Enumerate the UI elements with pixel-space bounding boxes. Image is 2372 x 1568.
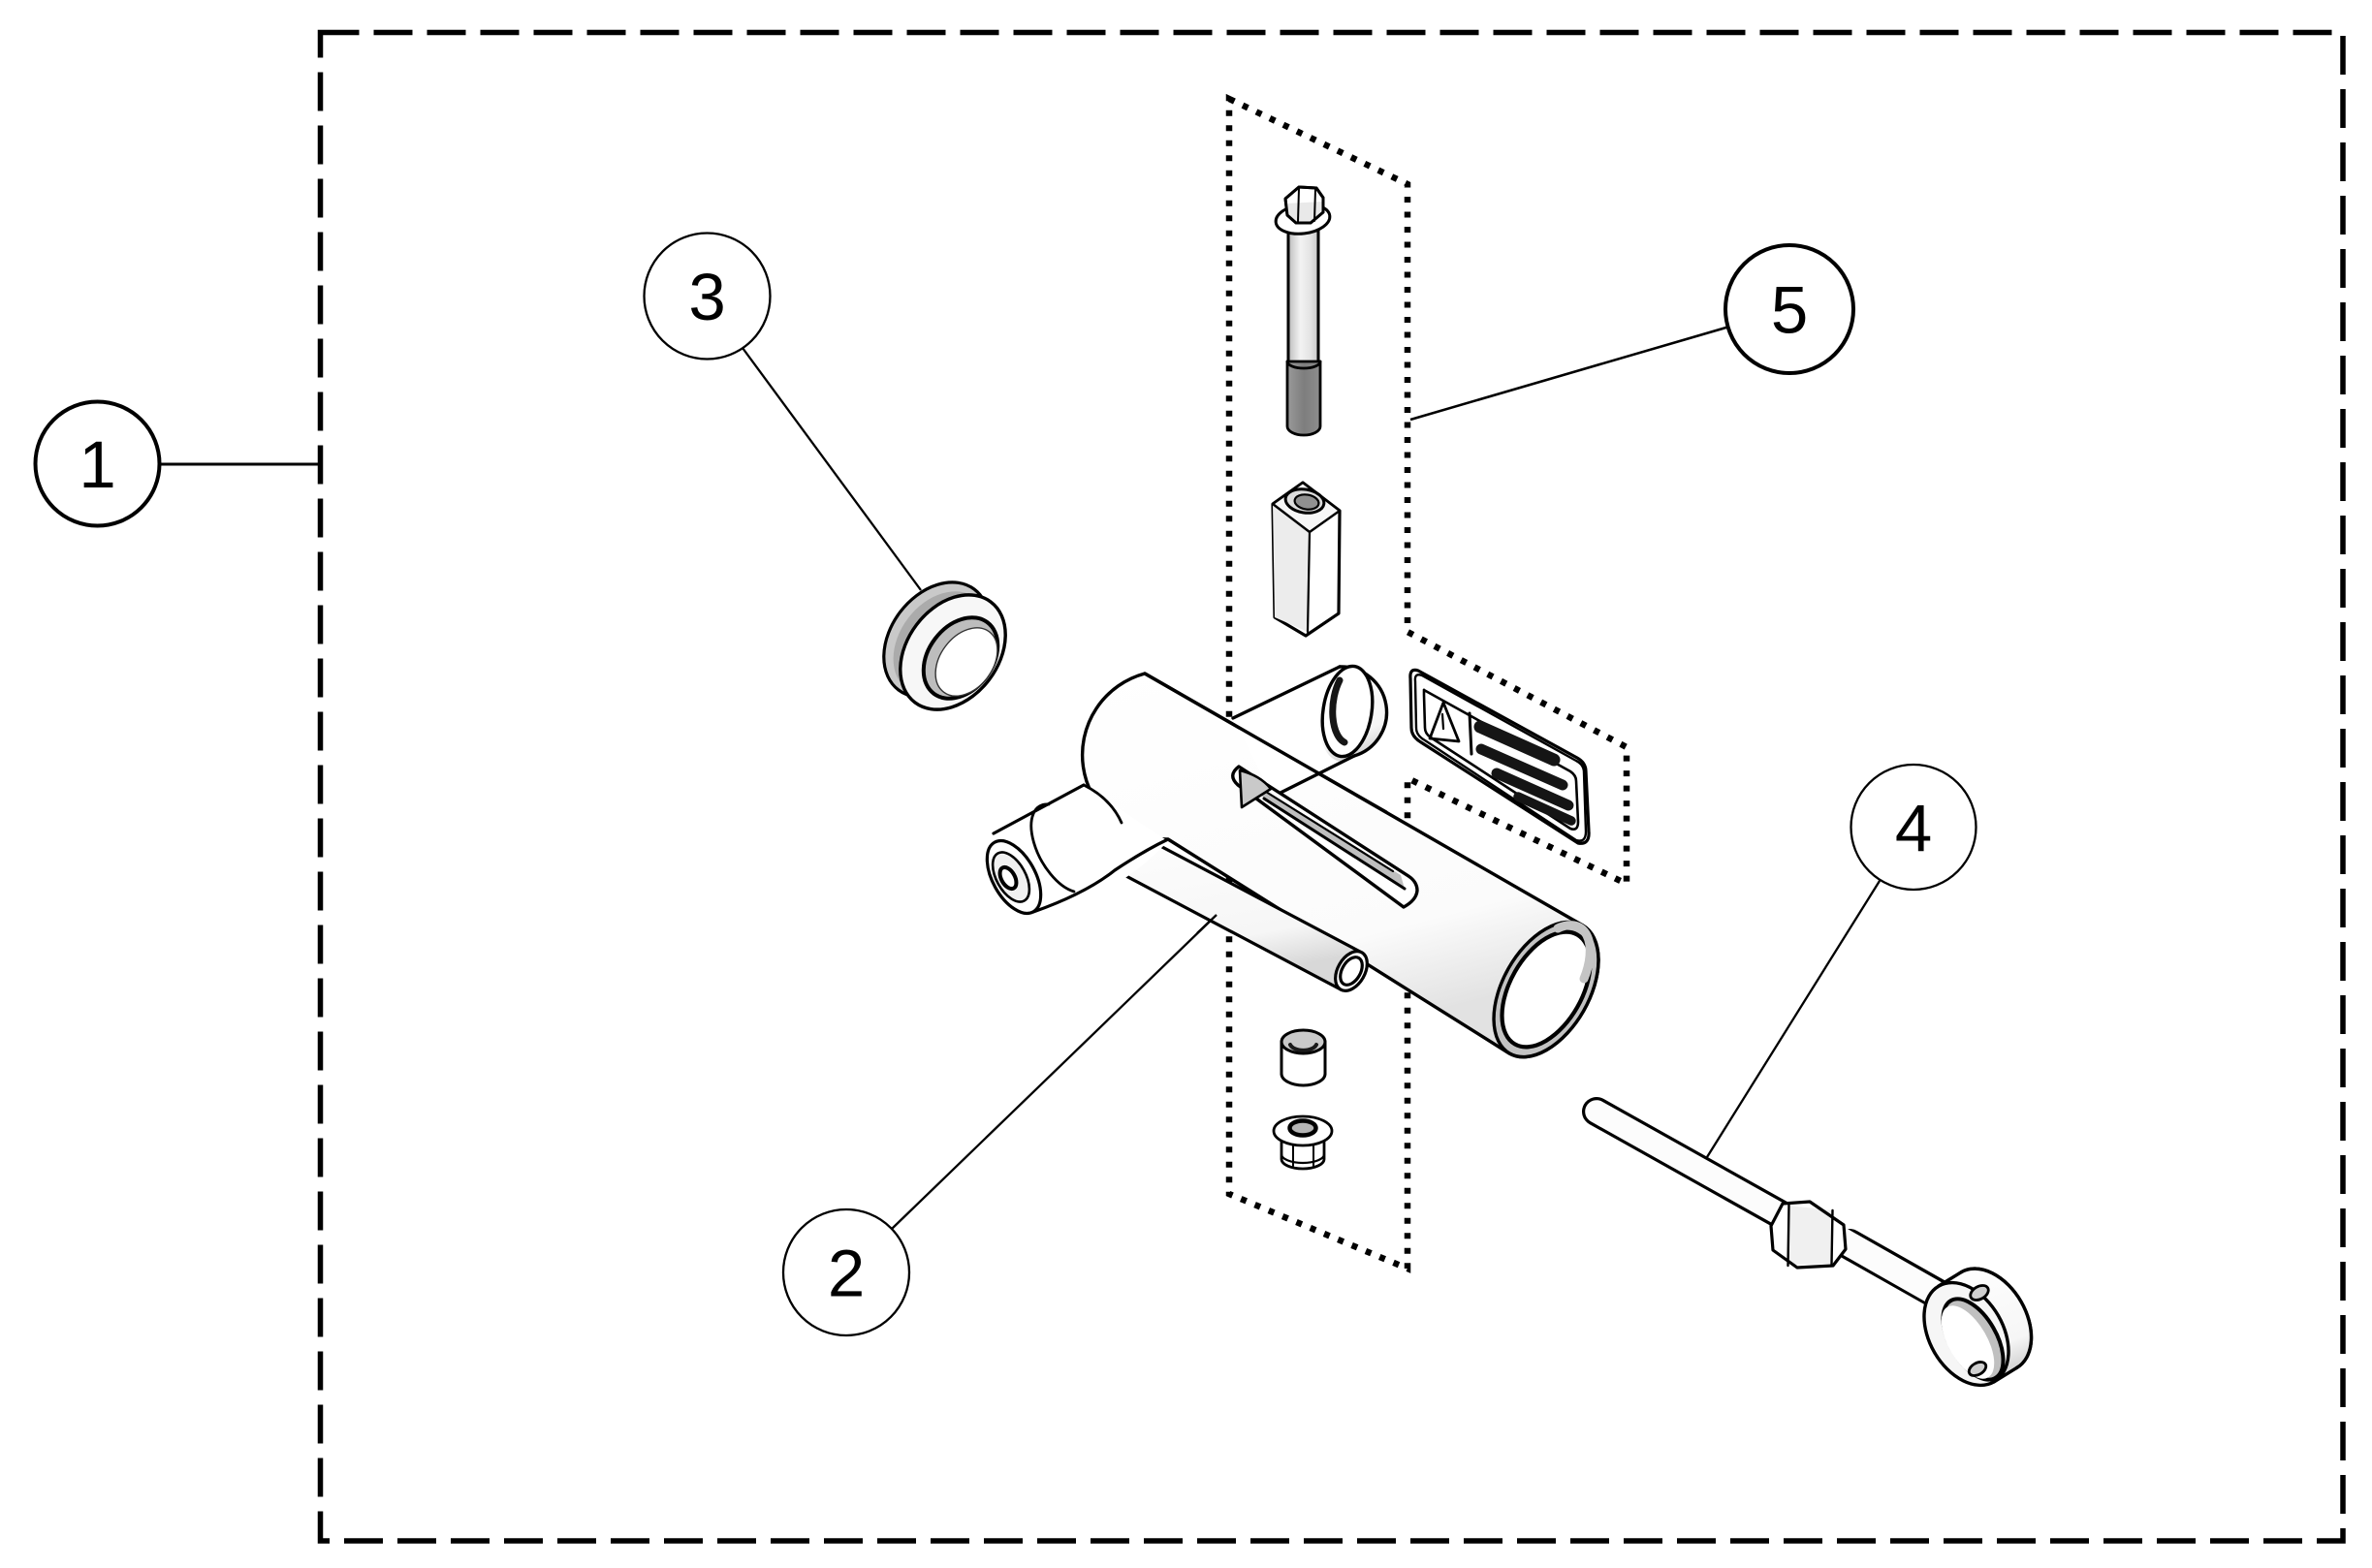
svg-text:1: 1 xyxy=(79,427,115,502)
svg-text:5: 5 xyxy=(1771,273,1808,348)
svg-text:3: 3 xyxy=(688,260,725,334)
svg-text:4: 4 xyxy=(1895,791,1932,865)
svg-text:2: 2 xyxy=(828,1237,865,1311)
